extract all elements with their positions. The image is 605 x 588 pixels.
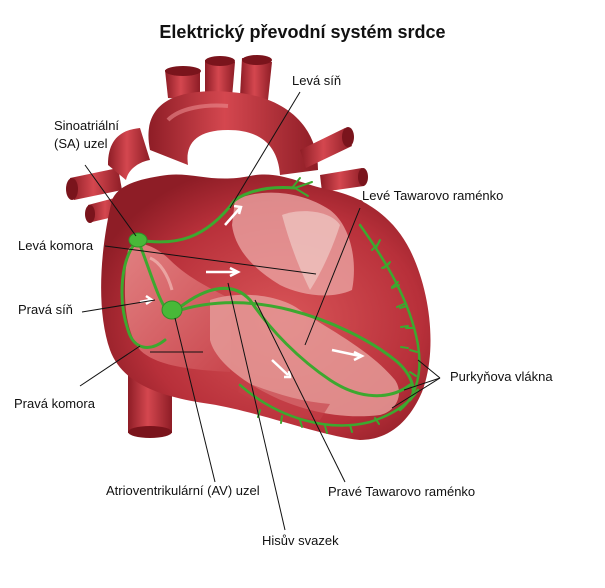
label-av-node: Atrioventrikulární (AV) uzel — [106, 483, 260, 498]
leader-lines — [79, 91, 441, 531]
label-right-bundle-branch: Pravé Tawarovo raménko — [328, 484, 476, 499]
label-right-atrium: Pravá síň — [18, 302, 73, 317]
label-sa-node-line1: Sinoatriální — [54, 118, 120, 133]
diagram-title: Elektrický převodní systém srdce — [159, 22, 446, 42]
label-left-ventricle: Levá komora — [18, 238, 94, 253]
sa-node — [128, 232, 148, 248]
label-left-atrium: Levá síň — [292, 73, 342, 88]
label-left-bundle-branch: Levé Tawarovo raménko — [362, 188, 504, 203]
label-right-ventricle: Pravá komora — [14, 396, 95, 411]
label-sa-node-line2: (SA) uzel — [54, 136, 108, 151]
conduction-system — [120, 177, 421, 434]
av-node — [161, 300, 183, 320]
label-his-bundle: Hisův svazek — [262, 533, 339, 548]
label-purkinje-fibers: Purkyňova vlákna — [450, 369, 553, 384]
aorta — [148, 55, 318, 175]
flow-arrows — [139, 204, 365, 379]
